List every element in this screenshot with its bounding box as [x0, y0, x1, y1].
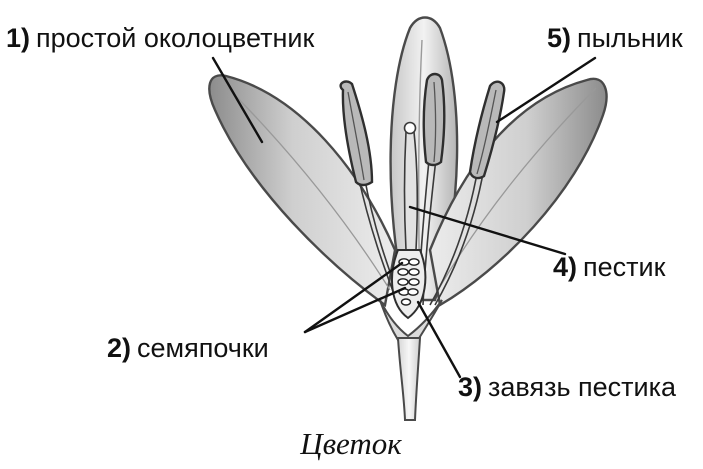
label-text: пыльник	[577, 23, 683, 53]
figure-caption: Цветок	[299, 426, 402, 461]
svg-text:5)пыльник: 5)пыльник	[547, 23, 683, 53]
svg-text:3)завязь пестика: 3)завязь пестика	[458, 372, 677, 402]
anther-center	[424, 74, 444, 165]
svg-text:2)семяпочки: 2)семяпочки	[107, 333, 269, 363]
label-number: 3)	[458, 372, 482, 402]
label-text: пестик	[583, 252, 666, 282]
leader-ovary	[418, 302, 460, 377]
label-text: семяпочки	[137, 333, 269, 363]
label-text: завязь пестика	[488, 372, 677, 402]
label-ovary: 3)завязь пестика	[458, 372, 677, 402]
label-anther: 5)пыльник	[547, 23, 683, 53]
pistil-style	[405, 132, 418, 250]
svg-text:1)простой околоцветник: 1)простой околоцветник	[6, 23, 314, 53]
label-number: 2)	[107, 333, 131, 363]
stem	[398, 338, 420, 420]
flower-illustration	[209, 18, 606, 421]
svg-text:4)пестик: 4)пестик	[553, 252, 666, 282]
stigma	[405, 123, 416, 134]
label-number: 4)	[553, 252, 577, 282]
label-ovules: 2)семяпочки	[107, 333, 269, 363]
label-pistil: 4)пестик	[553, 252, 666, 282]
label-text: простой околоцветник	[36, 23, 314, 53]
label-number: 5)	[547, 23, 571, 53]
label-perianth: 1)простой околоцветник	[6, 23, 314, 53]
label-number: 1)	[6, 23, 30, 53]
